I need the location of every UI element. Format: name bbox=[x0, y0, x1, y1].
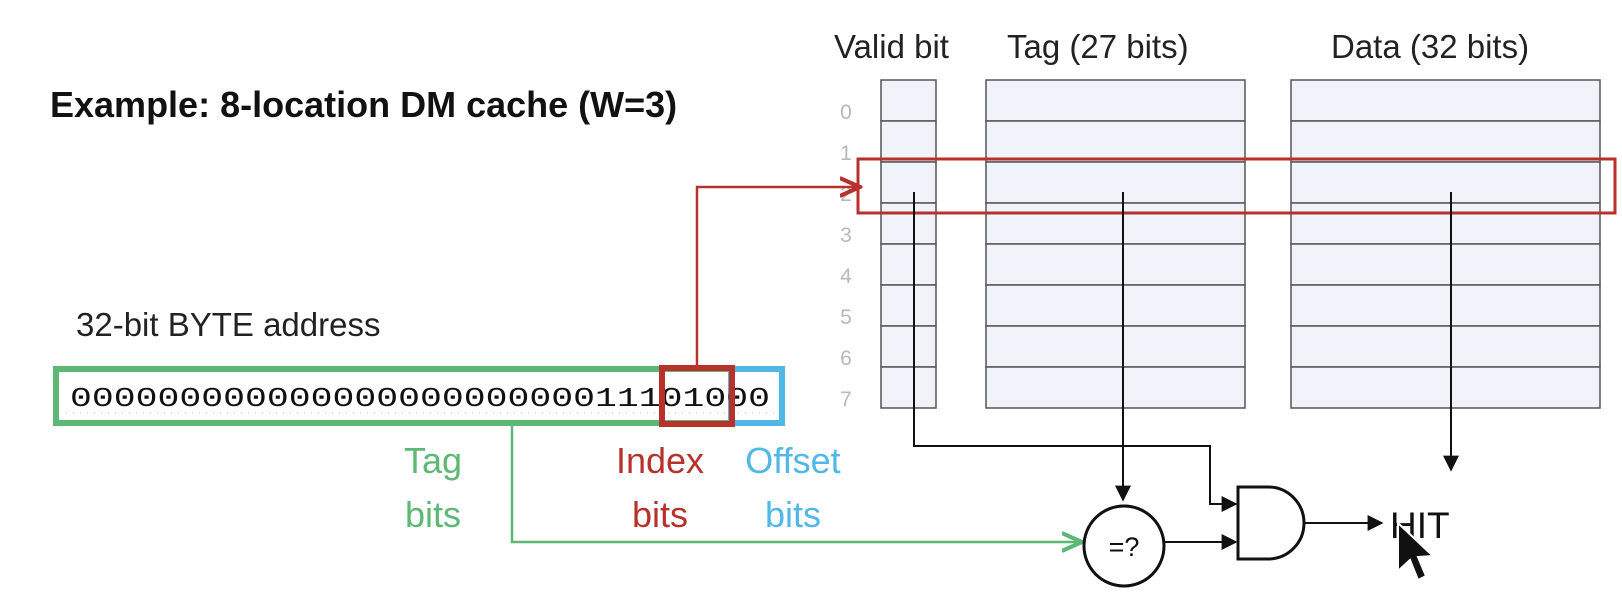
data-cell-row-0 bbox=[1290, 79, 1601, 122]
row-label-0: 0 bbox=[840, 101, 852, 124]
row-labels: 0 1 2 3 4 5 6 7 bbox=[840, 101, 852, 411]
row-label-4: 4 bbox=[840, 265, 852, 288]
index-bits-label-line1: Index bbox=[616, 440, 704, 481]
data-column-header: Data (32 bits) bbox=[1331, 28, 1529, 65]
tag-cell-row-6 bbox=[985, 325, 1246, 368]
valid-cell-row-5 bbox=[880, 284, 937, 327]
data-cell-row-5 bbox=[1290, 284, 1601, 327]
valid-cell-row-4 bbox=[880, 243, 937, 286]
row-label-1: 1 bbox=[840, 142, 852, 165]
offset-bits-label-line1: Offset bbox=[745, 440, 840, 481]
valid-cell-row-3 bbox=[880, 202, 937, 245]
tag-cell-row-4 bbox=[985, 243, 1246, 286]
tag-column-header: Tag (27 bits) bbox=[1007, 28, 1189, 65]
address-index-box bbox=[659, 365, 735, 427]
comparator-label: =? bbox=[1109, 532, 1140, 562]
address-index-bits: 010 bbox=[661, 385, 727, 415]
tag-bits-label-line1: Tag bbox=[404, 440, 462, 481]
tag-cell-row-7 bbox=[985, 366, 1246, 409]
valid-bit-header: Valid bit bbox=[834, 28, 949, 65]
data-cell-row-7 bbox=[1290, 366, 1601, 409]
valid-cell-row-1 bbox=[880, 120, 937, 163]
valid-cell-row-0 bbox=[880, 79, 937, 122]
row-label-3: 3 bbox=[840, 224, 852, 247]
row-label-7: 7 bbox=[840, 388, 852, 411]
data-cell-row-1 bbox=[1290, 120, 1601, 163]
data-cell-row-3 bbox=[1290, 202, 1601, 245]
tag-cell-row-1 bbox=[985, 120, 1246, 163]
cache-rows bbox=[880, 79, 1601, 409]
offset-bits-label-line2: bits bbox=[765, 494, 821, 535]
index-bits-label-line2: bits bbox=[632, 494, 688, 535]
data-cell-row-4 bbox=[1290, 243, 1601, 286]
data-cell-row-6 bbox=[1290, 325, 1601, 368]
valid-cell-row-2 bbox=[880, 161, 937, 204]
diagram-title: Example: 8-location DM cache (W=3) bbox=[50, 84, 677, 125]
address-label: 32-bit BYTE address bbox=[76, 306, 380, 343]
data-cell-row-2 bbox=[1290, 161, 1601, 204]
address-tag-bits: 000000000000000000000000111 bbox=[70, 385, 661, 415]
and-gate bbox=[1236, 485, 1306, 561]
tag-cell-row-2 bbox=[985, 161, 1246, 204]
tag-bits-label-line2: bits bbox=[405, 494, 461, 535]
valid-cell-row-7 bbox=[880, 366, 937, 409]
tag-cell-row-0 bbox=[985, 79, 1246, 122]
valid-cell-row-6 bbox=[880, 325, 937, 368]
index-arrow bbox=[695, 187, 860, 366]
mouse-cursor-icon bbox=[1397, 520, 1436, 582]
tag-cell-row-3 bbox=[985, 202, 1246, 245]
tag-cell-row-5 bbox=[985, 284, 1246, 327]
row-label-5: 5 bbox=[840, 306, 852, 329]
tag-compare-arrow bbox=[510, 426, 1082, 542]
valid-bit-wire bbox=[913, 192, 1238, 512]
comparator-circle bbox=[1082, 504, 1166, 588]
row-label-6: 6 bbox=[840, 347, 852, 370]
